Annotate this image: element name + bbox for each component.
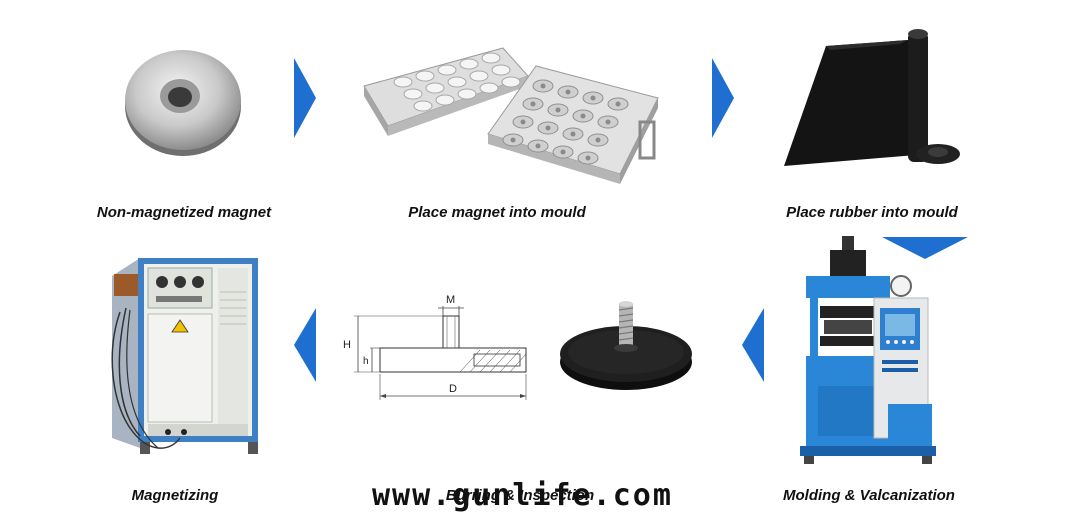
step-label-burring: Burring & Inspection [445, 487, 595, 504]
vulcanizing-press-image [800, 236, 936, 464]
step-label-magnet: Non-magnetized magnet [96, 204, 272, 221]
mould-image [363, 47, 659, 184]
arrow-down-icon [882, 237, 968, 259]
dim-h-upper-label: H [343, 339, 351, 351]
arrow-left-icon [294, 308, 316, 382]
step-label-molding: Molding & Valcanization [783, 487, 955, 504]
step-label-mould: Place magnet into mould [408, 204, 586, 221]
dim-m-label: M [446, 294, 455, 306]
technical-drawing: M H h D [343, 294, 527, 400]
watermark-url: www.gunlife.com [372, 478, 673, 513]
dim-d-label: D [449, 383, 457, 395]
dim-h-lower-label: h [363, 356, 369, 367]
arrow-left-icon [742, 308, 764, 382]
ring-magnet-image [125, 50, 241, 156]
magnetizer-cabinet-image [111, 258, 258, 454]
step-label-rubber: Place rubber into mould [786, 204, 958, 221]
step-label-magnetizing: Magnetizing [131, 487, 219, 504]
rubber-magnet-product-image [560, 301, 692, 390]
arrow-right-icon [294, 58, 316, 138]
rubber-sheet-image [784, 29, 960, 166]
arrow-right-icon [712, 58, 734, 138]
